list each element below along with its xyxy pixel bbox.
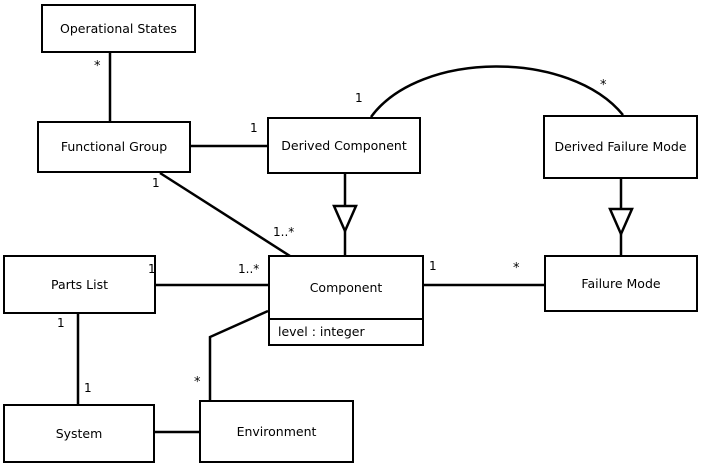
multiplicity-arc-derived-component: 1 bbox=[355, 91, 363, 105]
multiplicity-functional-group-component-target: 1..* bbox=[273, 225, 295, 239]
multiplicity-functional-group-derived-component: 1 bbox=[250, 121, 258, 135]
association-functional-group-component bbox=[159, 171, 291, 258]
class-box-operational-states[interactable]: Operational States bbox=[41, 4, 196, 53]
association-derived-component-derived-failure-mode-arc bbox=[369, 65, 624, 118]
class-box-system[interactable]: System bbox=[3, 404, 155, 463]
class-box-environment[interactable]: Environment bbox=[199, 400, 354, 463]
class-box-failure-mode[interactable]: Failure Mode bbox=[544, 255, 698, 312]
class-name-system: System bbox=[55, 425, 103, 441]
multiplicity-environment-component: * bbox=[194, 375, 201, 390]
multiplicity-parts-list-system-source: 1 bbox=[57, 316, 65, 330]
generalization-triangle-derived-failure-mode-failure-mode bbox=[608, 207, 634, 238]
multiplicity-arc-derived-failure-mode: * bbox=[600, 78, 607, 93]
class-box-functional-group[interactable]: Functional Group bbox=[37, 121, 191, 173]
class-name-failure-mode: Failure Mode bbox=[581, 275, 661, 291]
association-environment-component bbox=[208, 309, 269, 400]
multiplicity-functional-group-component-source: 1 bbox=[152, 176, 160, 190]
class-box-derived-component[interactable]: Derived Component bbox=[267, 117, 421, 174]
class-name-derived-component: Derived Component bbox=[281, 137, 407, 153]
class-box-derived-failure-mode[interactable]: Derived Failure Mode bbox=[543, 115, 698, 179]
generalization-triangle-derived-component-component bbox=[332, 204, 358, 235]
class-name-component: Component bbox=[309, 279, 383, 295]
class-name-environment: Environment bbox=[236, 423, 317, 439]
class-box-parts-list[interactable]: Parts List bbox=[3, 255, 156, 314]
class-box-component[interactable]: Component level : integer bbox=[268, 255, 424, 346]
class-name-derived-failure-mode: Derived Failure Mode bbox=[554, 139, 687, 155]
multiplicity-parts-list-system-target: 1 bbox=[84, 381, 92, 395]
multiplicity-component-failure-mode-source: 1 bbox=[429, 259, 437, 273]
class-attribute-component-level: level : integer bbox=[270, 318, 422, 344]
class-name-operational-states: Operational States bbox=[60, 20, 177, 36]
multiplicity-parts-list-component-source: 1 bbox=[148, 262, 156, 276]
multiplicity-parts-list-component-target: 1..* bbox=[238, 262, 260, 276]
multiplicity-operational-states-functional-group: * bbox=[94, 59, 101, 74]
class-name-functional-group: Functional Group bbox=[60, 139, 168, 155]
class-name-parts-list: Parts List bbox=[50, 276, 108, 292]
multiplicity-component-failure-mode-target: * bbox=[513, 261, 520, 276]
